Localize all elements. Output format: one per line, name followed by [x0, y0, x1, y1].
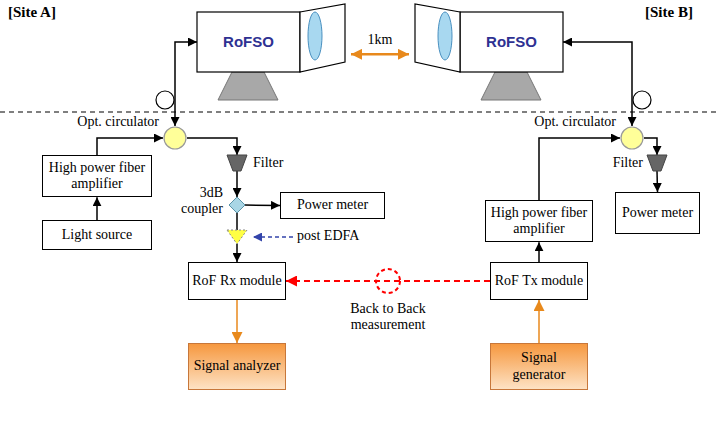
connector — [97, 138, 163, 155]
connector-label: 1km — [360, 32, 400, 48]
terminal-hood — [415, 4, 460, 72]
optical-filter: Filter — [647, 155, 667, 171]
rofso-terminal: RoFSO — [197, 4, 345, 72]
node-label: Power meter — [622, 205, 693, 221]
shape-outline — [620, 126, 644, 150]
connector — [539, 138, 620, 200]
lens-symbol — [438, 12, 452, 60]
connector — [187, 138, 237, 155]
node-label: Opt. circulator — [61, 114, 159, 130]
amplifier-symbol — [227, 230, 247, 244]
shape-outline — [647, 155, 667, 171]
circulator-symbol — [164, 127, 186, 149]
site-label: [Site A] — [8, 4, 56, 21]
node-label: Filter — [603, 155, 643, 171]
shape-outline — [163, 126, 187, 150]
instrument-box: Signal generator — [490, 343, 588, 390]
connector — [563, 42, 632, 126]
node-label: Opt. circulator — [528, 114, 616, 130]
node-label: Signal generator — [494, 350, 584, 382]
terminal-stand — [481, 72, 541, 100]
terminal-housing — [460, 12, 563, 72]
node-label: Filter — [253, 155, 303, 171]
connector — [175, 42, 197, 126]
lens-symbol — [308, 12, 322, 60]
connector — [351, 53, 409, 56]
transmitter-module: RoF Tx module — [490, 262, 588, 300]
connector — [236, 171, 238, 197]
circulator-symbol — [621, 127, 643, 149]
rofso-terminal: RoFSO — [415, 4, 563, 72]
terminal-hood — [300, 4, 345, 72]
site-divider — [0, 111, 717, 112]
node-label: Light source — [62, 227, 132, 243]
optical-circulator: Opt. circulator — [620, 126, 644, 150]
fiber-loop — [156, 91, 174, 109]
leader-arrow — [253, 236, 293, 238]
receiver-module: RoF Rx module — [188, 262, 286, 300]
connector — [538, 242, 540, 262]
node-label: 3dB coupler — [167, 185, 223, 217]
connector — [538, 300, 540, 343]
instrument-box: Signal analyzer — [188, 343, 286, 390]
terminal-stand — [218, 72, 278, 100]
shape-outline — [229, 197, 245, 213]
node-label: RoF Tx module — [495, 273, 583, 289]
connector — [245, 204, 280, 206]
coupler-diamond: 3dB coupler — [229, 197, 245, 213]
connector — [236, 300, 238, 343]
node-label: RoFSO — [460, 12, 563, 72]
shape-outline — [227, 155, 247, 171]
node-label: High power fiber amplifier — [46, 160, 148, 192]
fiber-loop — [633, 91, 651, 109]
node-label: Signal analyzer — [194, 358, 281, 374]
optical-filter: Filter — [227, 155, 247, 171]
node-label: RoFSO — [197, 12, 300, 72]
node-label: Power meter — [297, 197, 368, 213]
node-label: post EDFA — [297, 228, 377, 244]
coupler-symbol — [229, 197, 245, 213]
shape-outline — [227, 230, 247, 244]
connector — [656, 171, 658, 192]
connector — [644, 138, 657, 155]
connector — [96, 197, 98, 220]
filter-symbol — [227, 155, 247, 171]
connector-label: Back to Back measurement — [338, 301, 438, 333]
connector — [286, 280, 490, 282]
node-label: High power fiber amplifier — [489, 205, 589, 237]
connector — [236, 213, 238, 230]
light-source-box: Light source — [42, 220, 152, 250]
node-label: RoF Rx module — [192, 273, 281, 289]
terminal-housing — [197, 12, 300, 72]
amplifier-box: High power fiber amplifier — [42, 155, 152, 197]
amplifier-box: High power fiber amplifier — [485, 200, 593, 242]
optical-circulator: Opt. circulator — [163, 126, 187, 150]
connector — [236, 244, 238, 262]
edfa-triangle: post EDFA — [227, 230, 247, 244]
power-meter-box: Power meter — [615, 192, 700, 234]
site-label: [Site B] — [645, 4, 693, 21]
power-meter-box: Power meter — [280, 192, 385, 219]
filter-symbol — [647, 155, 667, 171]
